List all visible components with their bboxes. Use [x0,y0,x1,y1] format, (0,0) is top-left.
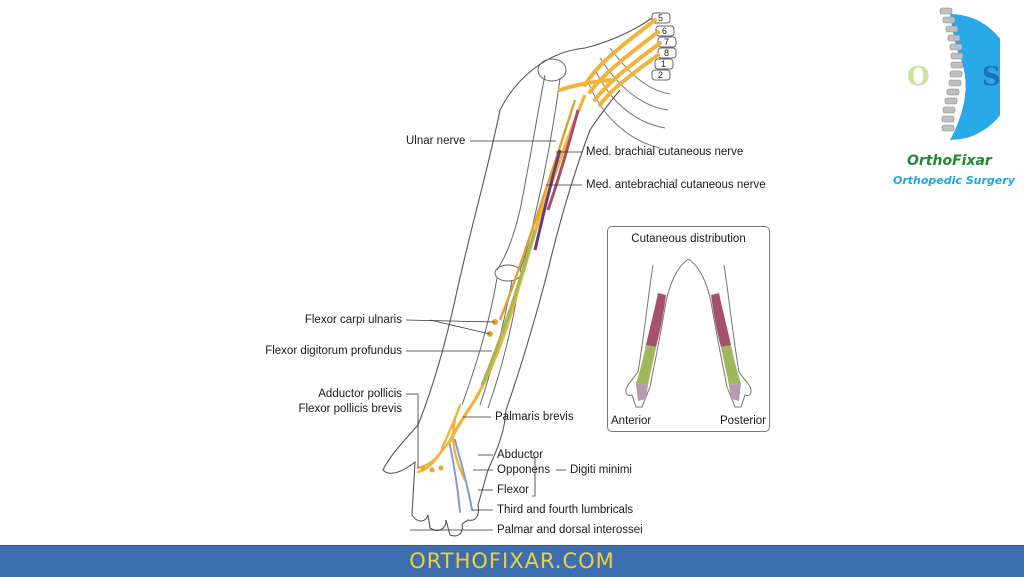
root-number-c5: 5 [658,13,664,23]
spine-icon [939,7,964,132]
cutaneous-distribution-inset: Cutaneous distribution Anterior Posterio… [607,226,770,432]
humerus-bone [496,74,561,271]
root-tags [651,12,677,81]
humeral-head [537,58,567,82]
leader-lines [405,140,582,531]
label-palmaris-brevis: Palmaris brevis [495,411,574,423]
muscle-branch-dots [420,319,498,473]
forearm-bones [461,275,521,409]
label-ulnar-nerve: Ulnar nerve [406,135,466,147]
orthofixar-logo-mark [890,7,1000,140]
label-flexor: Flexor [497,484,529,496]
label-med-antebrachial-cutaneous: Med. antebrachial cutaneous nerve [586,179,766,191]
inset-label-posterior: Posterior [719,415,766,427]
median-nerve-trunk [498,99,577,321]
logo-name: OrthoFixar [907,153,992,169]
inset-label-anterior: Anterior [611,415,652,427]
label-flexor-digitorum-profundus: Flexor digitorum profundus [265,345,402,357]
label-abductor: Abductor [497,449,544,461]
label-adductor-pollicis: Adductor pollicis [318,388,402,400]
arm-outline [382,17,653,537]
logo-letter-o: O [907,62,930,92]
label-digiti-minimi: Digiti minimi [570,464,632,476]
logo-letter-s: S [982,62,1001,92]
root-number-c7: 7 [664,37,670,47]
hand-sensory-branches [449,439,473,513]
forearm-cutaneous-path [480,229,537,386]
label-opponens: Opponens [497,464,551,476]
label-flexor-pollicis-brevis: Flexor pollicis brevis [298,403,402,415]
root-number-t2: 2 [658,70,664,80]
logo-tagline: Orthopedic Surgery [893,174,1015,187]
med-brachial-cutaneous-path [546,109,580,211]
root-number-c8: 8 [664,48,670,58]
ulnar-nerve-trunk [446,94,587,446]
med-antebrachial-cutaneous-path [533,149,562,251]
label-flexor-carpi-ulnaris: Flexor carpi ulnaris [304,314,402,326]
ribcage [587,47,671,149]
footer-bar: ORTHOFIXAR.COM [0,545,1024,577]
label-med-brachial-cutaneous: Med. brachial cutaneous nerve [586,146,744,158]
root-number-c6: 6 [662,26,668,36]
logo-blue-half [950,14,1000,140]
brachial-plexus [558,18,662,107]
inset-title: Cutaneous distribution [631,233,746,245]
inset-arms [625,259,752,408]
footer-site-link[interactable]: ORTHOFIXAR.COM [409,549,615,573]
label-palmar-dorsal-interossei: Palmar and dorsal interossei [497,524,643,536]
root-number-t1: 1 [661,59,667,69]
label-third-fourth-lumbricals: Third and fourth lumbricals [497,504,634,516]
